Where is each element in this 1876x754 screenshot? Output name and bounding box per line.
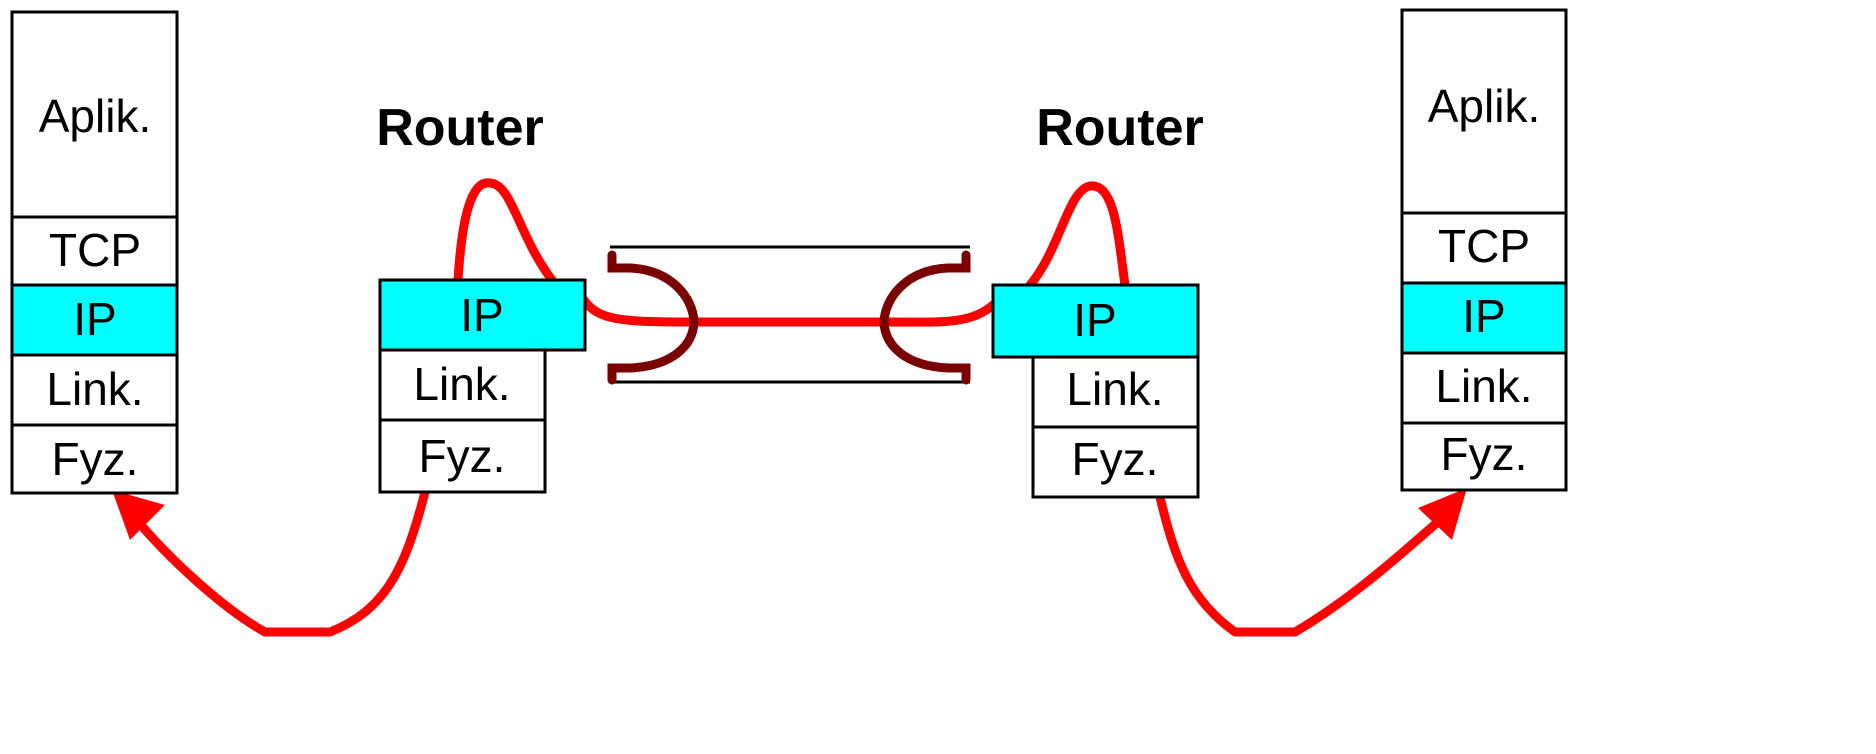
router-right-layer-fyz: Fyz. [1072,433,1159,485]
router-left-layer-ip: IP [460,289,503,341]
router-left-title: Router [376,99,544,157]
left-host-layer-link: Link. [46,363,143,415]
right-host-layer-aplik: Aplik. [1428,80,1540,132]
right-host-layer-tcp: TCP [1438,220,1530,272]
left-host-layer-ip: IP [73,293,116,345]
path-router-right-in [880,300,998,327]
left-host-layer-tcp: TCP [49,224,141,276]
router-right-layer-ip: IP [1073,294,1116,346]
router-right-stack [991,283,1200,499]
router-left-layer-fyz: Fyz. [419,430,506,482]
left-host-stack [10,10,179,495]
left-host-layer-fyz: Fyz. [52,433,139,485]
router-right-layer-link: Link. [1066,363,1163,415]
left-host-layer-aplik: Aplik. [39,90,151,142]
path-router-left-out [579,295,695,327]
path-router-left-loop [453,178,557,285]
right-host-layer-link: Link. [1435,360,1532,412]
path-router-right-to-host-right [1155,492,1445,637]
right-host-layer-ip: IP [1462,290,1505,342]
arrow-right-host-icon [1418,488,1467,540]
arrow-left-host-icon [112,490,165,540]
router-right-title: Router [1036,99,1204,157]
router-left-layer-link: Link. [413,358,510,410]
connector-left-icon [607,250,699,385]
right-host-layer-fyz: Fyz. [1441,428,1528,480]
path-router-right-loop [1025,181,1130,290]
right-host-stack [1400,8,1568,492]
path-router-left-to-host-left [130,487,430,637]
link-medium [607,245,971,385]
connector-right-icon [879,250,971,385]
packet-path [130,178,1445,637]
router-left-stack [378,278,587,494]
